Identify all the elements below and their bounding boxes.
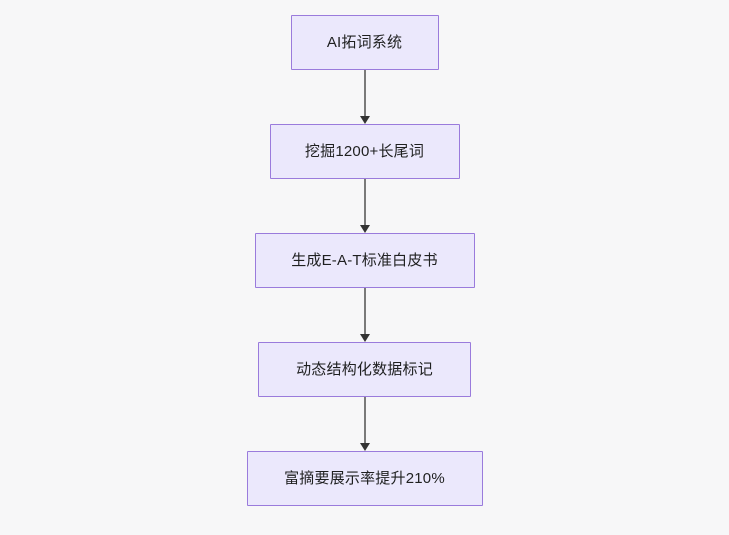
flowchart-arrow-3 <box>358 288 372 342</box>
flowchart-node-5-label: 富摘要展示率提升210% <box>284 470 445 487</box>
arrow-line-4 <box>363 397 366 444</box>
flowchart-arrow-1 <box>358 70 372 124</box>
flowchart-node-5[interactable]: 富摘要展示率提升210% <box>246 451 483 506</box>
flowchart-arrow-2 <box>358 179 372 233</box>
flowchart-node-2[interactable]: 挖掘1200+长尾词 <box>269 124 460 179</box>
arrow-head-icon-3 <box>359 334 370 342</box>
flowchart-node-column: AI拓词系统 挖掘1200+长尾词 生成E-A-T标准白皮书 动态结构化数据标记 <box>246 15 483 506</box>
arrow-head-icon-2 <box>359 225 370 233</box>
flowchart-node-1[interactable]: AI拓词系统 <box>290 15 439 70</box>
flowchart-node-3[interactable]: 生成E-A-T标准白皮书 <box>254 233 475 288</box>
arrow-head-icon-4 <box>359 443 370 451</box>
flowchart-node-1-label: AI拓词系统 <box>326 34 403 51</box>
flowchart-node-4-label: 动态结构化数据标记 <box>296 361 433 378</box>
flowchart-arrow-4 <box>358 397 372 451</box>
arrow-line-2 <box>363 179 366 226</box>
arrow-head-icon-1 <box>359 116 370 124</box>
arrow-line-1 <box>363 70 366 117</box>
flowchart-node-2-label: 挖掘1200+长尾词 <box>304 143 425 160</box>
flowchart-node-4[interactable]: 动态结构化数据标记 <box>258 342 471 397</box>
flowchart-node-3-label: 生成E-A-T标准白皮书 <box>291 252 438 269</box>
arrow-line-3 <box>363 288 366 335</box>
